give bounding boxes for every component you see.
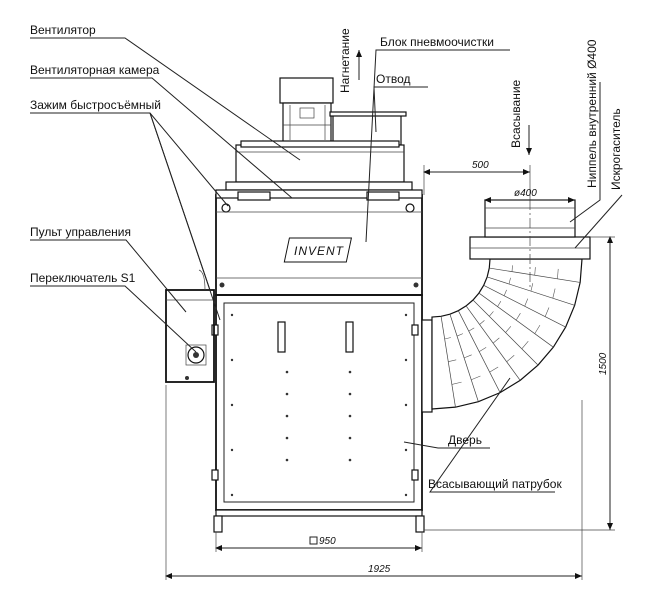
label-quick-clamp: Зажим быстросъёмный [30, 98, 161, 112]
door-rivet [286, 459, 289, 462]
fan-motor [280, 78, 333, 145]
door-edge-rivet [231, 404, 233, 406]
dim-1925: 1925 [368, 564, 391, 575]
door-edge-rivet [231, 449, 233, 451]
label-switch-s1: Переключатель S1 [30, 271, 136, 285]
door-rivet [349, 415, 352, 418]
door-edge-rivet [405, 314, 407, 316]
brand-logo: INVENT [284, 238, 351, 262]
dim-500: 500 [472, 160, 489, 171]
door-edge-rivet [231, 314, 233, 316]
door-edge-rivet [231, 494, 233, 496]
label-pneumo-block: Блок пневмоочистки [380, 35, 494, 49]
door-rivet [349, 371, 352, 374]
door-rivet [286, 415, 289, 418]
door-rivet [286, 437, 289, 440]
door-rivet [349, 393, 352, 396]
door-edge-rivet [231, 359, 233, 361]
dim-1500: 1500 [598, 352, 609, 375]
door-edge-rivet [405, 359, 407, 361]
door-rivet [349, 437, 352, 440]
square-symbol-icon [310, 537, 317, 544]
door-edge-rivet [405, 494, 407, 496]
dim-950: 950 [319, 536, 336, 547]
cabinet-door [212, 295, 422, 510]
label-spark-arrester: Искрогаситель [609, 108, 623, 190]
door-edge-rivet [405, 449, 407, 451]
dim-950-group: 950 [310, 536, 336, 547]
control-panel [166, 270, 214, 382]
label-outlet: Отвод [376, 72, 410, 86]
label-control-panel: Пульт управления [30, 225, 131, 239]
label-fan-chamber: Вентиляторная камера [30, 63, 160, 77]
door-edge-rivet [405, 404, 407, 406]
label-door: Дверь [448, 433, 482, 447]
brand-logo-text: INVENT [294, 244, 345, 258]
door-rivet [286, 371, 289, 374]
label-suction: Всасывание [509, 79, 523, 148]
door-rivet [286, 393, 289, 396]
label-discharge: Нагнетание [338, 28, 352, 93]
label-nipple: Ниппель внутренний Ø400 [585, 39, 599, 188]
label-fan: Вентилятор [30, 23, 96, 37]
dim-400: ø400 [514, 188, 537, 199]
suction-elbow [422, 200, 590, 412]
label-suction-pipe: Всасывающий патрубок [428, 477, 562, 491]
door-rivet [349, 459, 352, 462]
outlet-duct [330, 112, 406, 145]
cabinet-base [214, 510, 424, 532]
